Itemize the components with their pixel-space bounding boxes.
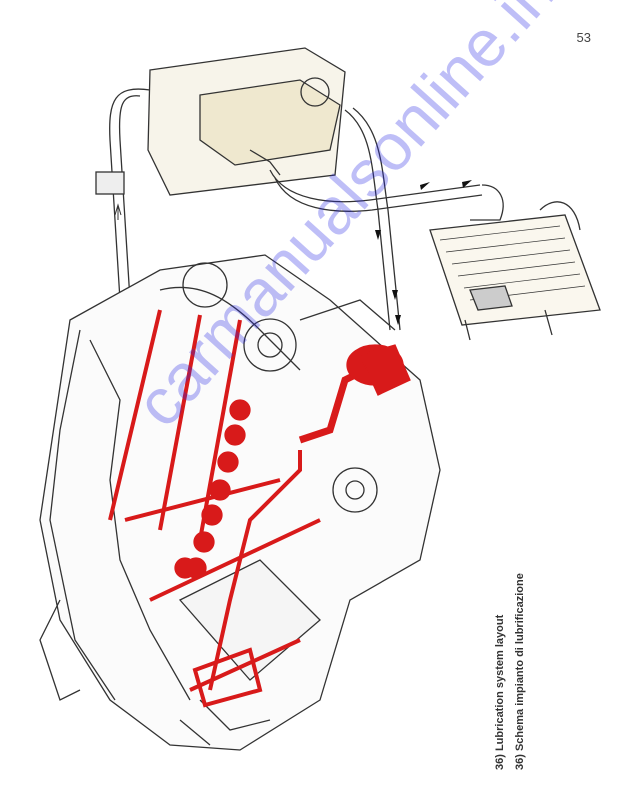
oil-circuit bbox=[108, 309, 411, 708]
engine-block bbox=[39, 254, 441, 751]
caption-english: 36) Lubrication system layout bbox=[494, 614, 506, 770]
page-number: 53 bbox=[576, 30, 591, 45]
figure-caption: 36) Lubrication system layout 36) Schema… bbox=[490, 573, 550, 770]
return-pipe bbox=[95, 88, 151, 301]
cooler-pipe bbox=[269, 107, 504, 331]
caption-italian: 36) Schema impianto di lubrificazione bbox=[514, 573, 526, 770]
oil-cooler bbox=[429, 201, 601, 341]
flow-arrows bbox=[375, 180, 472, 325]
oil-tank bbox=[147, 47, 346, 196]
